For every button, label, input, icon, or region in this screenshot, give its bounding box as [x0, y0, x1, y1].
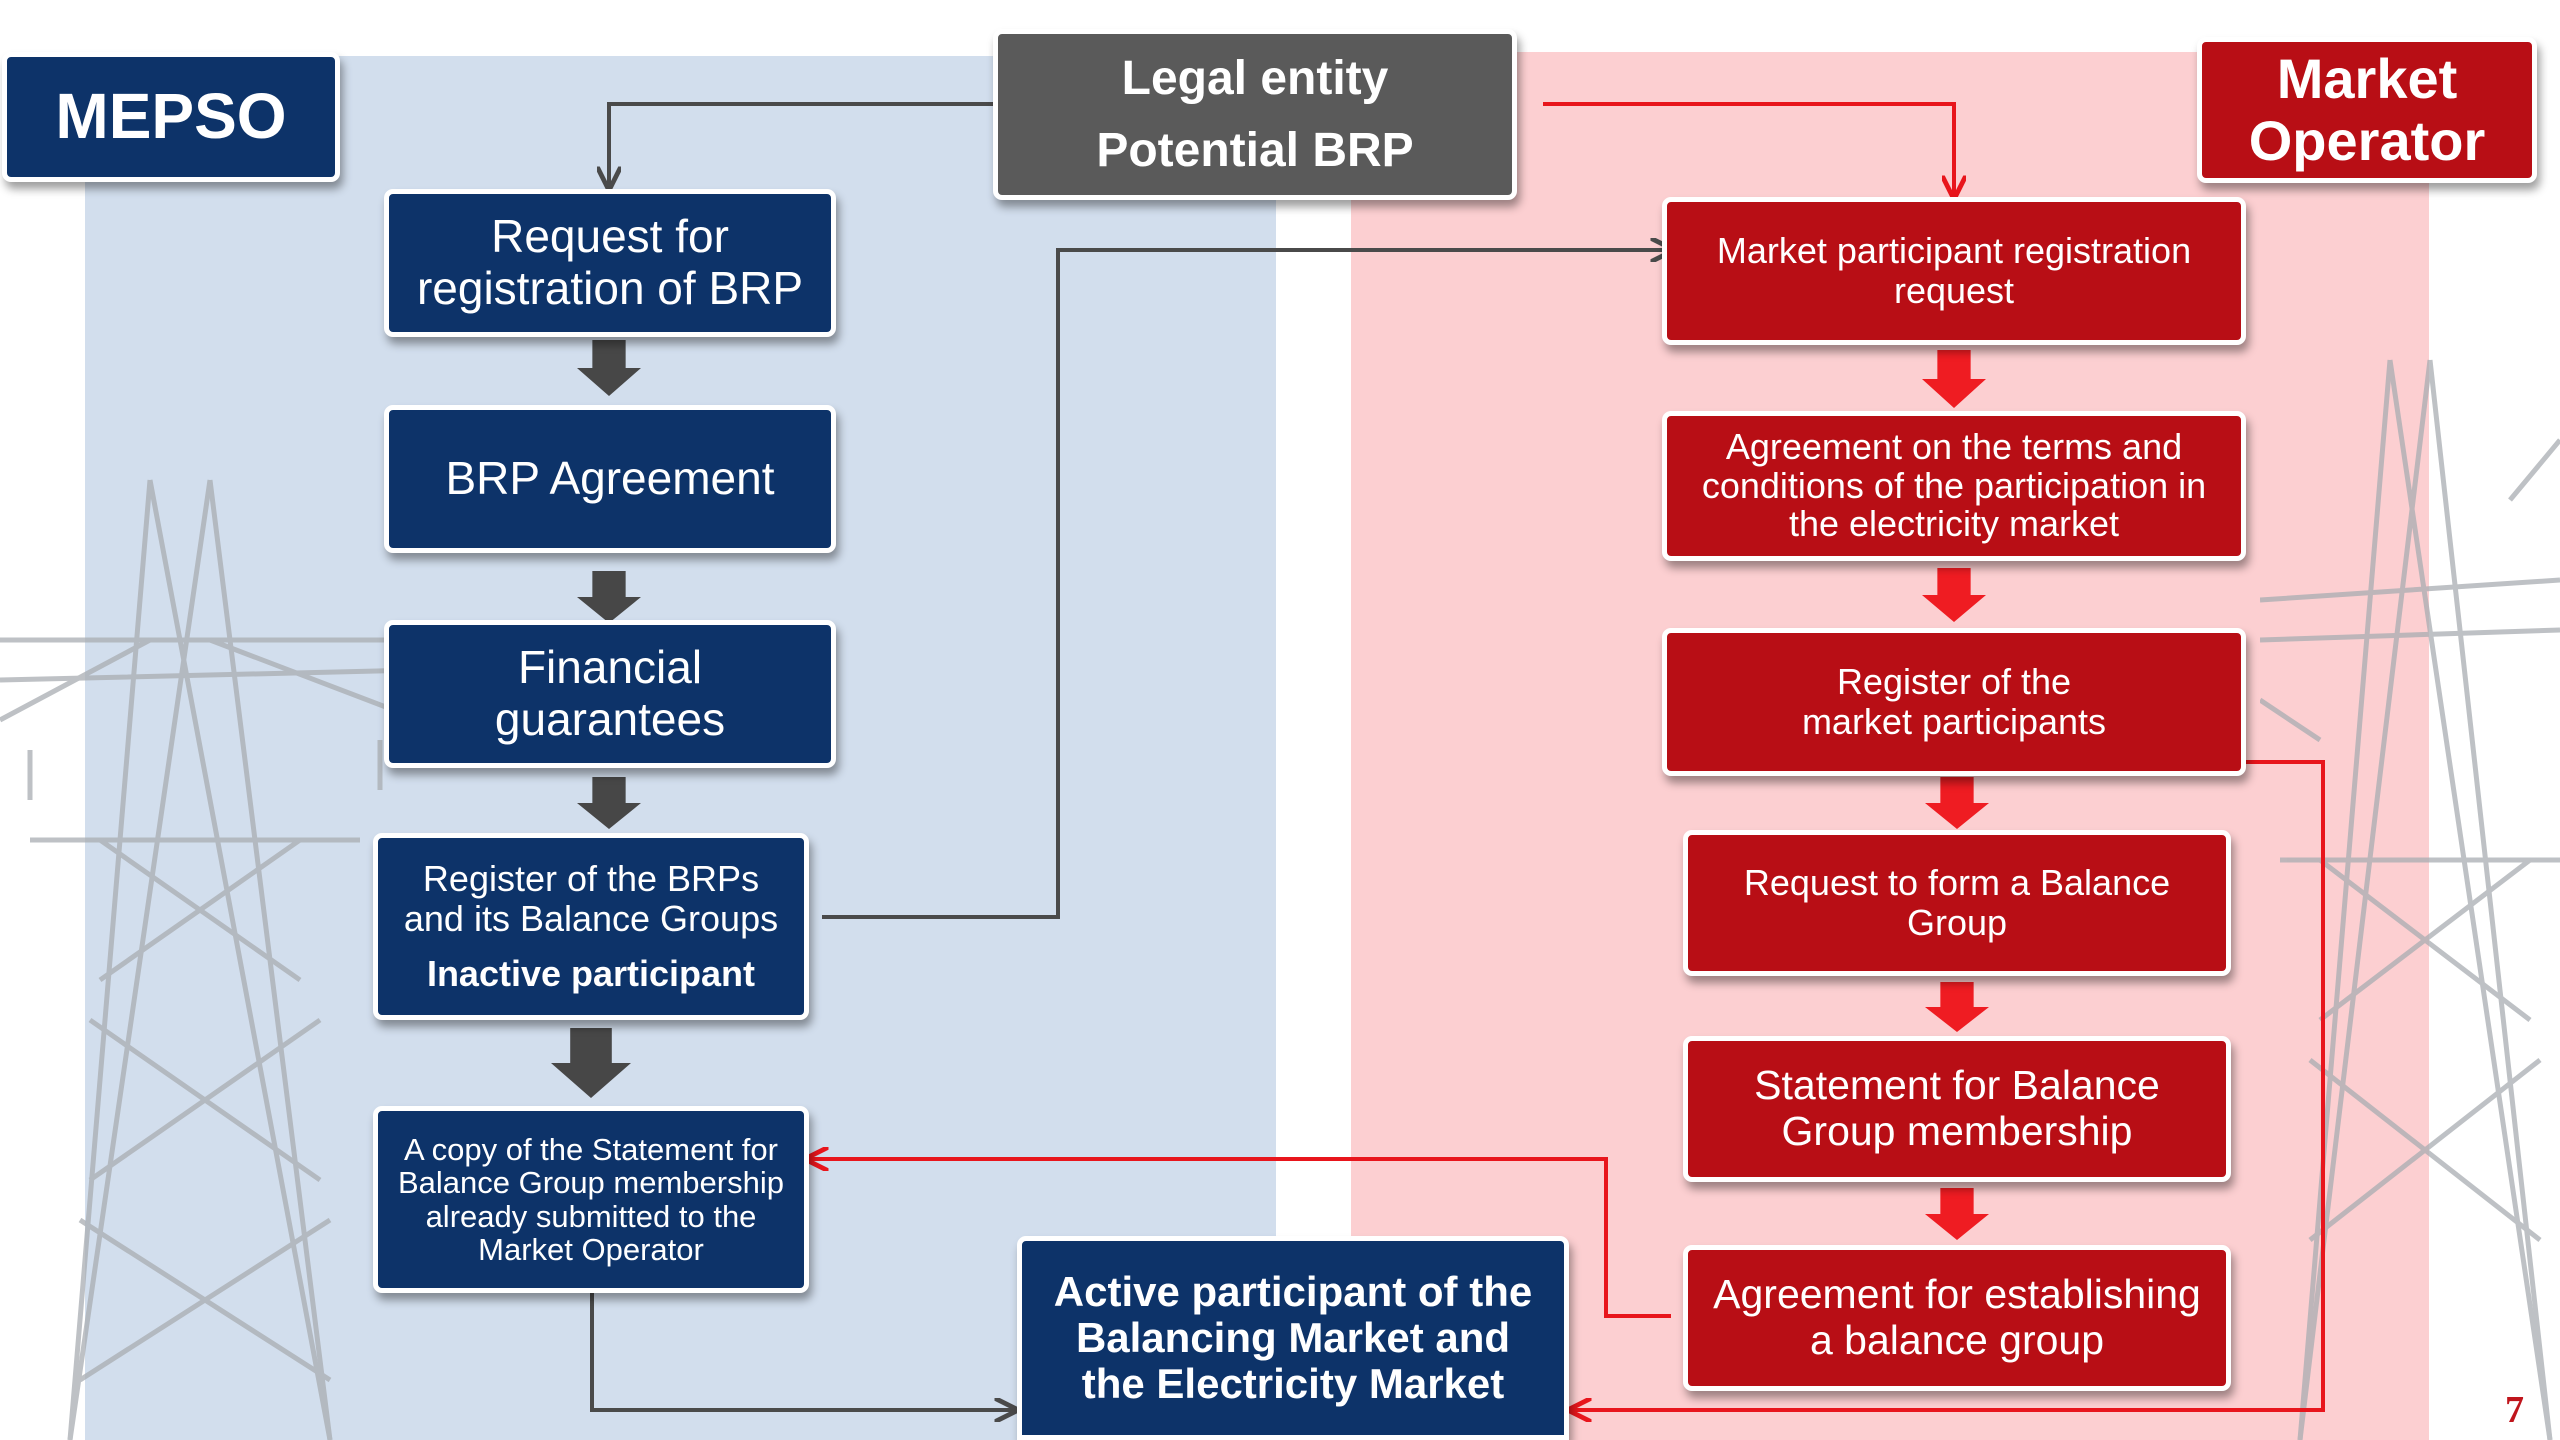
market-flow-arrow-5 [1925, 1188, 1989, 1240]
inactive-participant-label: Inactive participant [426, 952, 756, 994]
mepso-flow-arrow-3 [577, 777, 641, 829]
register-participants-to-active-participant-arrow [1570, 760, 2325, 1410]
legal-entity-to-mepso-arrow [609, 102, 993, 188]
mepso-flow-arrow-4 [551, 1028, 631, 1098]
market-flow-arrow-2 [1922, 568, 1986, 622]
transmission-tower-left-image [0, 479, 420, 1440]
mepso-flow-arrow-2 [577, 571, 641, 623]
brp-agreement-box: BRP Agreement [384, 405, 836, 553]
legal-entity-box: Legal entity Potential BRP [993, 29, 1517, 200]
mepso-label: MEPSO [2, 52, 340, 182]
market-operator-label: Market Operator [2197, 37, 2537, 183]
register-participants-box: Register of the market participants [1662, 628, 2246, 776]
market-flow-arrow-1 [1922, 350, 1986, 408]
register-brps-to-market-registration-arrow [822, 250, 1672, 919]
agreement-balance-group-box: Agreement for establishing a balance gro… [1683, 1245, 2231, 1391]
active-participant-box: Active participant of the Balancing Mark… [1017, 1236, 1569, 1440]
market-flow-arrow-3 [1925, 777, 1989, 829]
statement-membership-box: Statement for Balance Group membership [1683, 1036, 2231, 1182]
register-brps-box: Register of the BRPs and its Balance Gro… [373, 833, 809, 1020]
mepso-flow-arrow-1 [577, 340, 641, 396]
statement-copy-box: A copy of the Statement for Balance Grou… [373, 1106, 809, 1293]
agreement-to-statement-copy-arrow [807, 1159, 1671, 1318]
request-registration-brp-box: Request for registration of BRP [384, 189, 836, 337]
form-balance-group-box: Request to form a Balance Group [1683, 830, 2231, 976]
market-flow-arrow-4 [1925, 982, 1989, 1032]
legal-entity-to-market-operator-arrow [1543, 102, 1954, 197]
agreement-terms-box: Agreement on the terms and conditions of… [1662, 411, 2246, 561]
registration-request-box: Market participant registration request [1662, 197, 2246, 345]
page-number: 7 [2505, 1389, 2524, 1431]
financial-guarantees-box: Financial guarantees [384, 620, 836, 768]
statement-copy-to-active-participant-arrow [590, 1291, 1016, 1410]
transmission-tower-right-image [2260, 359, 2560, 1440]
